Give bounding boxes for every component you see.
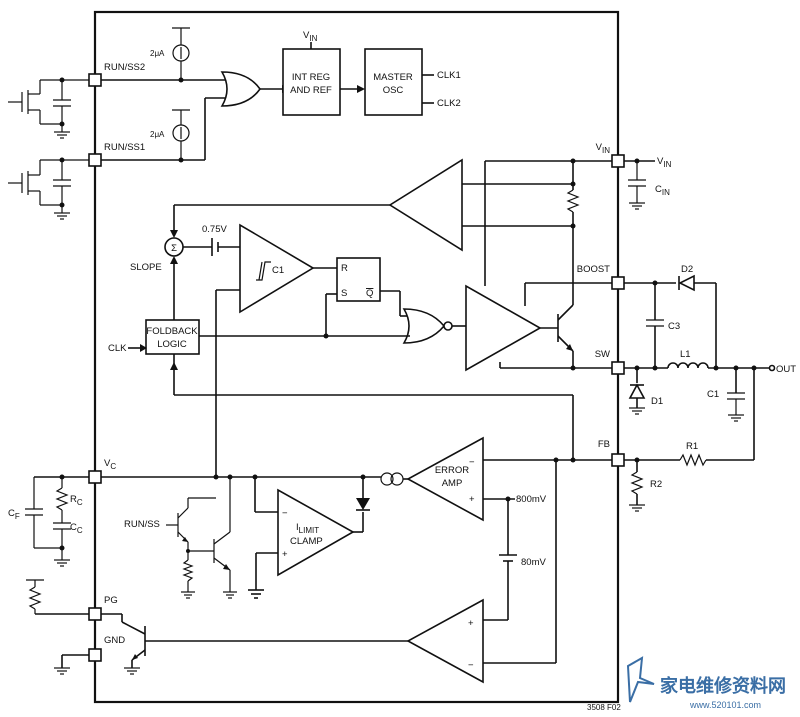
boost-pin xyxy=(611,276,625,290)
sense-resistor xyxy=(566,189,580,213)
error-amp-label-1: ERROR xyxy=(435,465,469,476)
watermark-url: www.520101.com xyxy=(689,700,761,710)
master-osc-block xyxy=(364,48,423,116)
pg-comp-plus: + xyxy=(468,618,474,629)
ref-80-label: 80mV xyxy=(521,557,546,568)
comparator-c1-label: C1 xyxy=(272,265,284,276)
error-amp-minus: − xyxy=(469,457,475,468)
run-ss1-external-circuit xyxy=(8,157,95,220)
or-gate xyxy=(220,71,261,107)
run-ss1-pin xyxy=(88,153,102,167)
out-label: OUT xyxy=(776,364,796,375)
l1-label: L1 xyxy=(680,349,691,360)
vin-pin-label: VIN xyxy=(596,142,611,155)
figure-code: 3508 F02 xyxy=(587,703,621,712)
master-osc-label-2: OSC xyxy=(383,85,404,96)
rc-label: RC xyxy=(70,494,83,507)
ext-vin-label: VIN xyxy=(657,156,672,169)
resistor-run-ss xyxy=(182,559,194,582)
watermark: 家电维修资料网 www.520101.com xyxy=(626,656,786,710)
foldback-logic-block xyxy=(145,319,200,355)
resistor-r2 xyxy=(630,471,644,495)
foldback-label-2: LOGIC xyxy=(157,339,187,350)
ilimit-plus: + xyxy=(282,549,288,560)
run-ss2-label: RUN/SS2 xyxy=(104,62,145,73)
ilimit-label-1: ILIMIT xyxy=(296,522,319,535)
cf-label: CF xyxy=(8,508,20,521)
resistor-r1 xyxy=(679,453,707,467)
watermark-text: 家电维修资料网 xyxy=(660,675,786,696)
clamp-diode xyxy=(356,498,370,510)
current-sense-amp xyxy=(388,158,463,252)
cc-label: CC xyxy=(70,522,83,535)
error-amp-label-2: AMP xyxy=(442,478,463,489)
run-ss2-pin xyxy=(88,73,102,87)
c3-label: C3 xyxy=(668,321,680,332)
run-ss-label: RUN/SS xyxy=(124,519,160,530)
current-source-top xyxy=(172,27,190,80)
vc-pin-label: VC xyxy=(104,458,116,471)
fb-pin-label: FB xyxy=(598,439,610,450)
driver-amp xyxy=(465,284,542,372)
gm-symbol-a xyxy=(380,472,394,486)
error-amp xyxy=(406,436,484,522)
sw-pin xyxy=(611,361,625,375)
hysteresis-symbol xyxy=(256,261,271,281)
nor-gate xyxy=(402,308,446,344)
cin-label: CIN xyxy=(655,184,670,197)
gnd-pin xyxy=(88,648,102,662)
boost-pin-label: BOOST xyxy=(577,264,610,275)
current-source-bottom-label: 2μA xyxy=(150,130,165,139)
diode-d2 xyxy=(678,274,695,292)
current-source-bottom xyxy=(172,109,190,160)
d1-label: D1 xyxy=(651,396,663,407)
ilimit-clamp-amp xyxy=(277,488,355,577)
ilimit-label-2: CLAMP xyxy=(290,536,323,547)
ref-800-label: 800mV xyxy=(516,494,547,505)
error-amp-plus: + xyxy=(469,494,475,505)
power-good-comparator xyxy=(406,598,484,684)
diode-d1 xyxy=(628,383,646,399)
int-reg-label-2: AND REF xyxy=(290,85,332,96)
ilimit-minus: − xyxy=(282,508,288,519)
fb-pin xyxy=(611,453,625,467)
run-ss2-external-circuit xyxy=(8,77,95,139)
run-ss1-label: RUN/SS1 xyxy=(104,142,145,153)
rs-latch xyxy=(336,257,381,302)
top-vin-label: VIN xyxy=(303,30,318,43)
resistor-pg-pullup xyxy=(28,586,42,610)
pg-comp-minus: − xyxy=(468,660,474,671)
clk1-label: CLK1 xyxy=(437,70,461,81)
pg-pin xyxy=(88,607,102,621)
clk2-label: CLK2 xyxy=(437,98,461,109)
vc-pin xyxy=(88,470,102,484)
sum-symbol: Σ xyxy=(171,243,177,254)
sw-pin-label: SW xyxy=(595,349,610,360)
latch-q-label: Q xyxy=(366,288,373,299)
int-reg-label-1: INT REG xyxy=(292,72,330,83)
pg-pin-label: PG xyxy=(104,595,118,606)
inductor-l1 xyxy=(667,362,709,369)
d2-label: D2 xyxy=(681,264,693,275)
vin-pin xyxy=(611,154,625,168)
int-reg-block xyxy=(282,48,341,116)
resistor-rc xyxy=(55,487,69,511)
ref-075-label: 0.75V xyxy=(202,224,227,235)
master-osc-label-1: MASTER xyxy=(373,72,413,83)
current-source-top-label: 2μA xyxy=(150,49,165,58)
slope-label: SLOPE xyxy=(130,262,162,273)
latch-r-label: R xyxy=(341,263,348,274)
gnd-pin-label: GND xyxy=(104,635,125,646)
clk-label: CLK xyxy=(108,343,127,354)
r1-label: R1 xyxy=(686,441,698,452)
comparator-c1 xyxy=(239,223,315,314)
foldback-label-1: FOLDBACK xyxy=(146,326,198,337)
r2-label: R2 xyxy=(650,479,662,490)
nor-bubble xyxy=(443,321,453,331)
c1-ext-label: C1 xyxy=(707,389,719,400)
ic-body xyxy=(93,10,620,704)
latch-s-label: S xyxy=(341,288,347,299)
